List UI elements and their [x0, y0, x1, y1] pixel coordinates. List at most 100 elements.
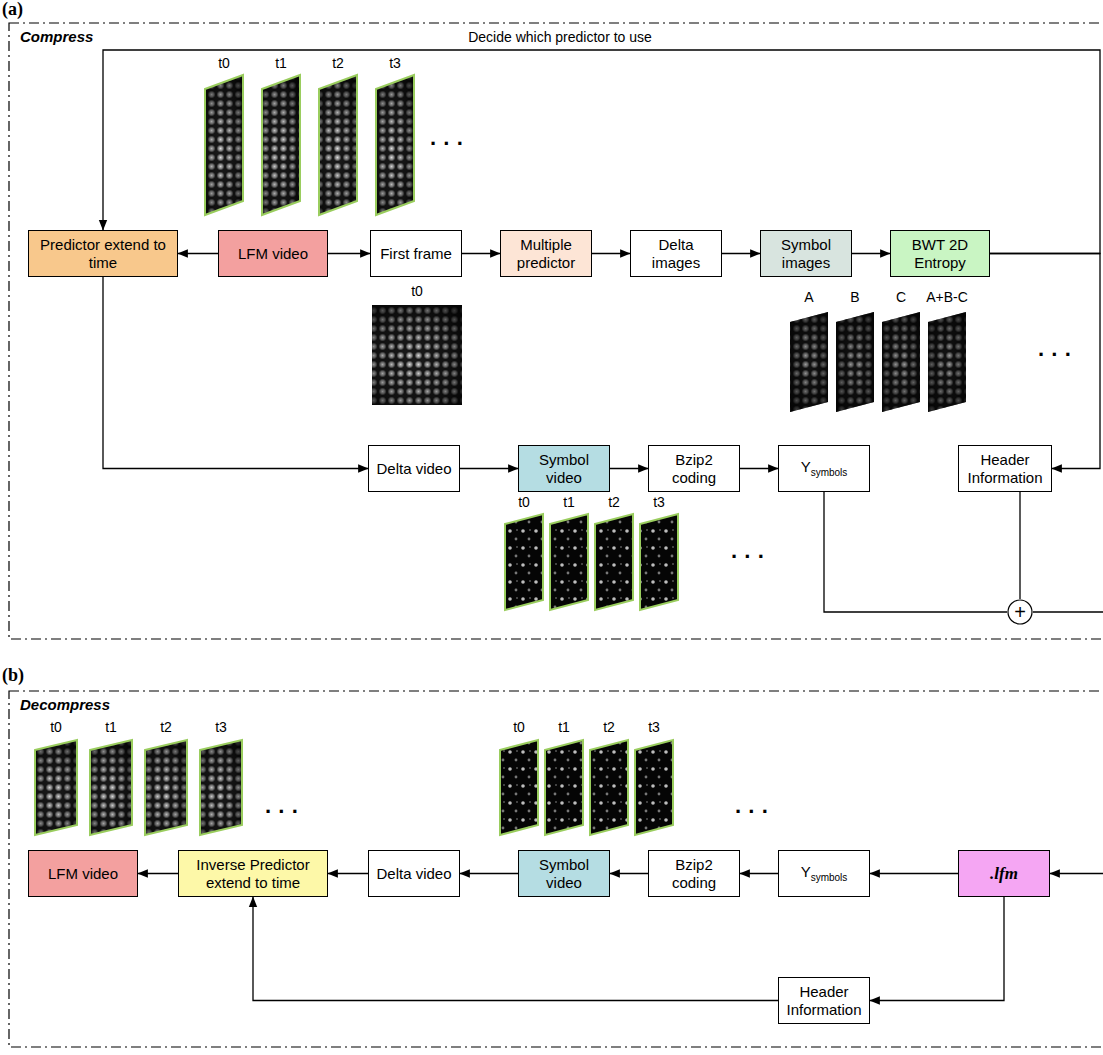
connector-arrow: [610, 873, 648, 874]
box-text: Delta images: [636, 236, 716, 271]
connector-arrow: [462, 253, 500, 254]
frame-image: [640, 514, 678, 610]
box-text: Y: [801, 863, 811, 880]
box-text: Predictor extend to time: [34, 236, 172, 271]
time-label: t0: [518, 495, 530, 510]
process-box: Symbol video: [518, 445, 610, 492]
panel-outline: [8, 22, 1103, 640]
time-label: t3: [389, 56, 401, 71]
panel-border: [9, 691, 1103, 1047]
frame-image: [882, 312, 920, 412]
time-label: t2: [332, 56, 344, 71]
time-label: t3: [215, 720, 227, 735]
time-label: t2: [603, 720, 615, 735]
frame-border: [319, 75, 357, 215]
sum-sign: +: [1007, 599, 1033, 625]
lfm-frames-a: [205, 75, 414, 215]
sum-node: +: [1007, 599, 1033, 625]
connector-arrow: [178, 253, 218, 254]
process-box: LFM video: [218, 230, 328, 277]
text-holder: Delta images: [636, 236, 716, 271]
text-holder: Ysymbols: [801, 458, 848, 479]
connector-arrow: [852, 253, 890, 254]
frame-shade: [790, 312, 828, 412]
box-text: Symbol images: [766, 236, 846, 271]
ellipsis: · · ·: [735, 800, 769, 824]
box-text: symbols: [811, 872, 848, 883]
text-holder: First frame: [380, 245, 452, 262]
box-text: Inverse Predictor extend to time: [184, 856, 322, 891]
box-text: LFM video: [48, 865, 118, 882]
process-box: Delta video: [368, 850, 460, 897]
ellipsis: · · ·: [1038, 343, 1072, 367]
frame-shade: [882, 312, 920, 412]
text-holder: Ysymbols: [801, 863, 848, 884]
time-label: t0: [411, 284, 423, 299]
ellipsis: · · ·: [731, 545, 765, 569]
frame-image: [200, 740, 242, 835]
process-box: Delta video: [368, 445, 460, 492]
edge-label: Decide which predictor to use: [465, 29, 655, 45]
box-text: LFM video: [238, 245, 308, 262]
output-wire: [1033, 611, 1103, 612]
panel-frame: DecompressLFM video Inverse Predictor ext…: [8, 690, 1103, 1048]
sum-circle: [1008, 600, 1032, 624]
time-label: t1: [558, 720, 570, 735]
time-label: t3: [648, 720, 660, 735]
frame-border: [205, 75, 243, 215]
frame-image: [35, 740, 77, 835]
box-text: Symbol video: [524, 451, 604, 486]
frame-image: [595, 514, 633, 610]
connector-arrow: [722, 253, 760, 254]
time-label: t2: [608, 495, 620, 510]
frame-image: [90, 740, 132, 835]
frame-image: [500, 740, 538, 835]
frame-shade: [372, 305, 462, 405]
text-holder: Header Information: [784, 983, 864, 1018]
process-box: Symbol images: [760, 230, 852, 277]
text-holder: Inverse Predictor extend to time: [184, 856, 322, 891]
panel-frame: CompressPredictor extend to time LFM vide…: [8, 22, 1103, 640]
frame-border: [200, 740, 242, 835]
box-text: Symbol video: [524, 856, 604, 891]
frame-image: [928, 312, 966, 412]
image-label: A+B-C: [926, 290, 968, 305]
box-text: .lfm: [990, 864, 1018, 884]
frame-shade: [836, 312, 874, 412]
box-text: Delta video: [376, 865, 451, 882]
connector-arrow: [990, 254, 1100, 469]
box-text: symbols: [811, 467, 848, 478]
frame-image: [550, 514, 588, 610]
panel-border: [9, 23, 1103, 639]
text-holder: Bzip2 coding: [654, 856, 734, 891]
text-holder: Symbol video: [524, 451, 604, 486]
process-box: BWT 2D Entropy: [890, 230, 990, 277]
connector-arrow: [460, 873, 518, 874]
frame-image: [790, 312, 828, 412]
connector-arrow: [138, 873, 178, 874]
time-label: t1: [563, 495, 575, 510]
panel-title: Decompress: [20, 696, 110, 713]
connector-arrow: [103, 50, 1100, 254]
data-box: Ysymbols: [778, 850, 870, 897]
text-holder: Delta video: [376, 865, 451, 882]
box-text: Multiple predictor: [506, 236, 586, 271]
process-box: Header Information: [958, 445, 1052, 492]
box-text: BWT 2D Entropy: [896, 236, 984, 271]
box-text: Header Information: [784, 983, 864, 1018]
text-holder: Header Information: [964, 451, 1046, 486]
box-text: Y: [801, 458, 811, 475]
frame-border: [262, 75, 300, 215]
box-text: First frame: [380, 245, 452, 262]
panel-title: Compress: [20, 28, 93, 45]
connector-arrow: [253, 897, 778, 1001]
time-label: t0: [513, 720, 525, 735]
connector-arrow: [1019, 492, 1020, 599]
time-label: t3: [653, 495, 665, 510]
first-frame-image: [372, 305, 462, 405]
symbol-video-frames-b: [500, 740, 673, 835]
text-holder: Multiple predictor: [506, 236, 586, 271]
box-text: Bzip2 coding: [654, 856, 734, 891]
